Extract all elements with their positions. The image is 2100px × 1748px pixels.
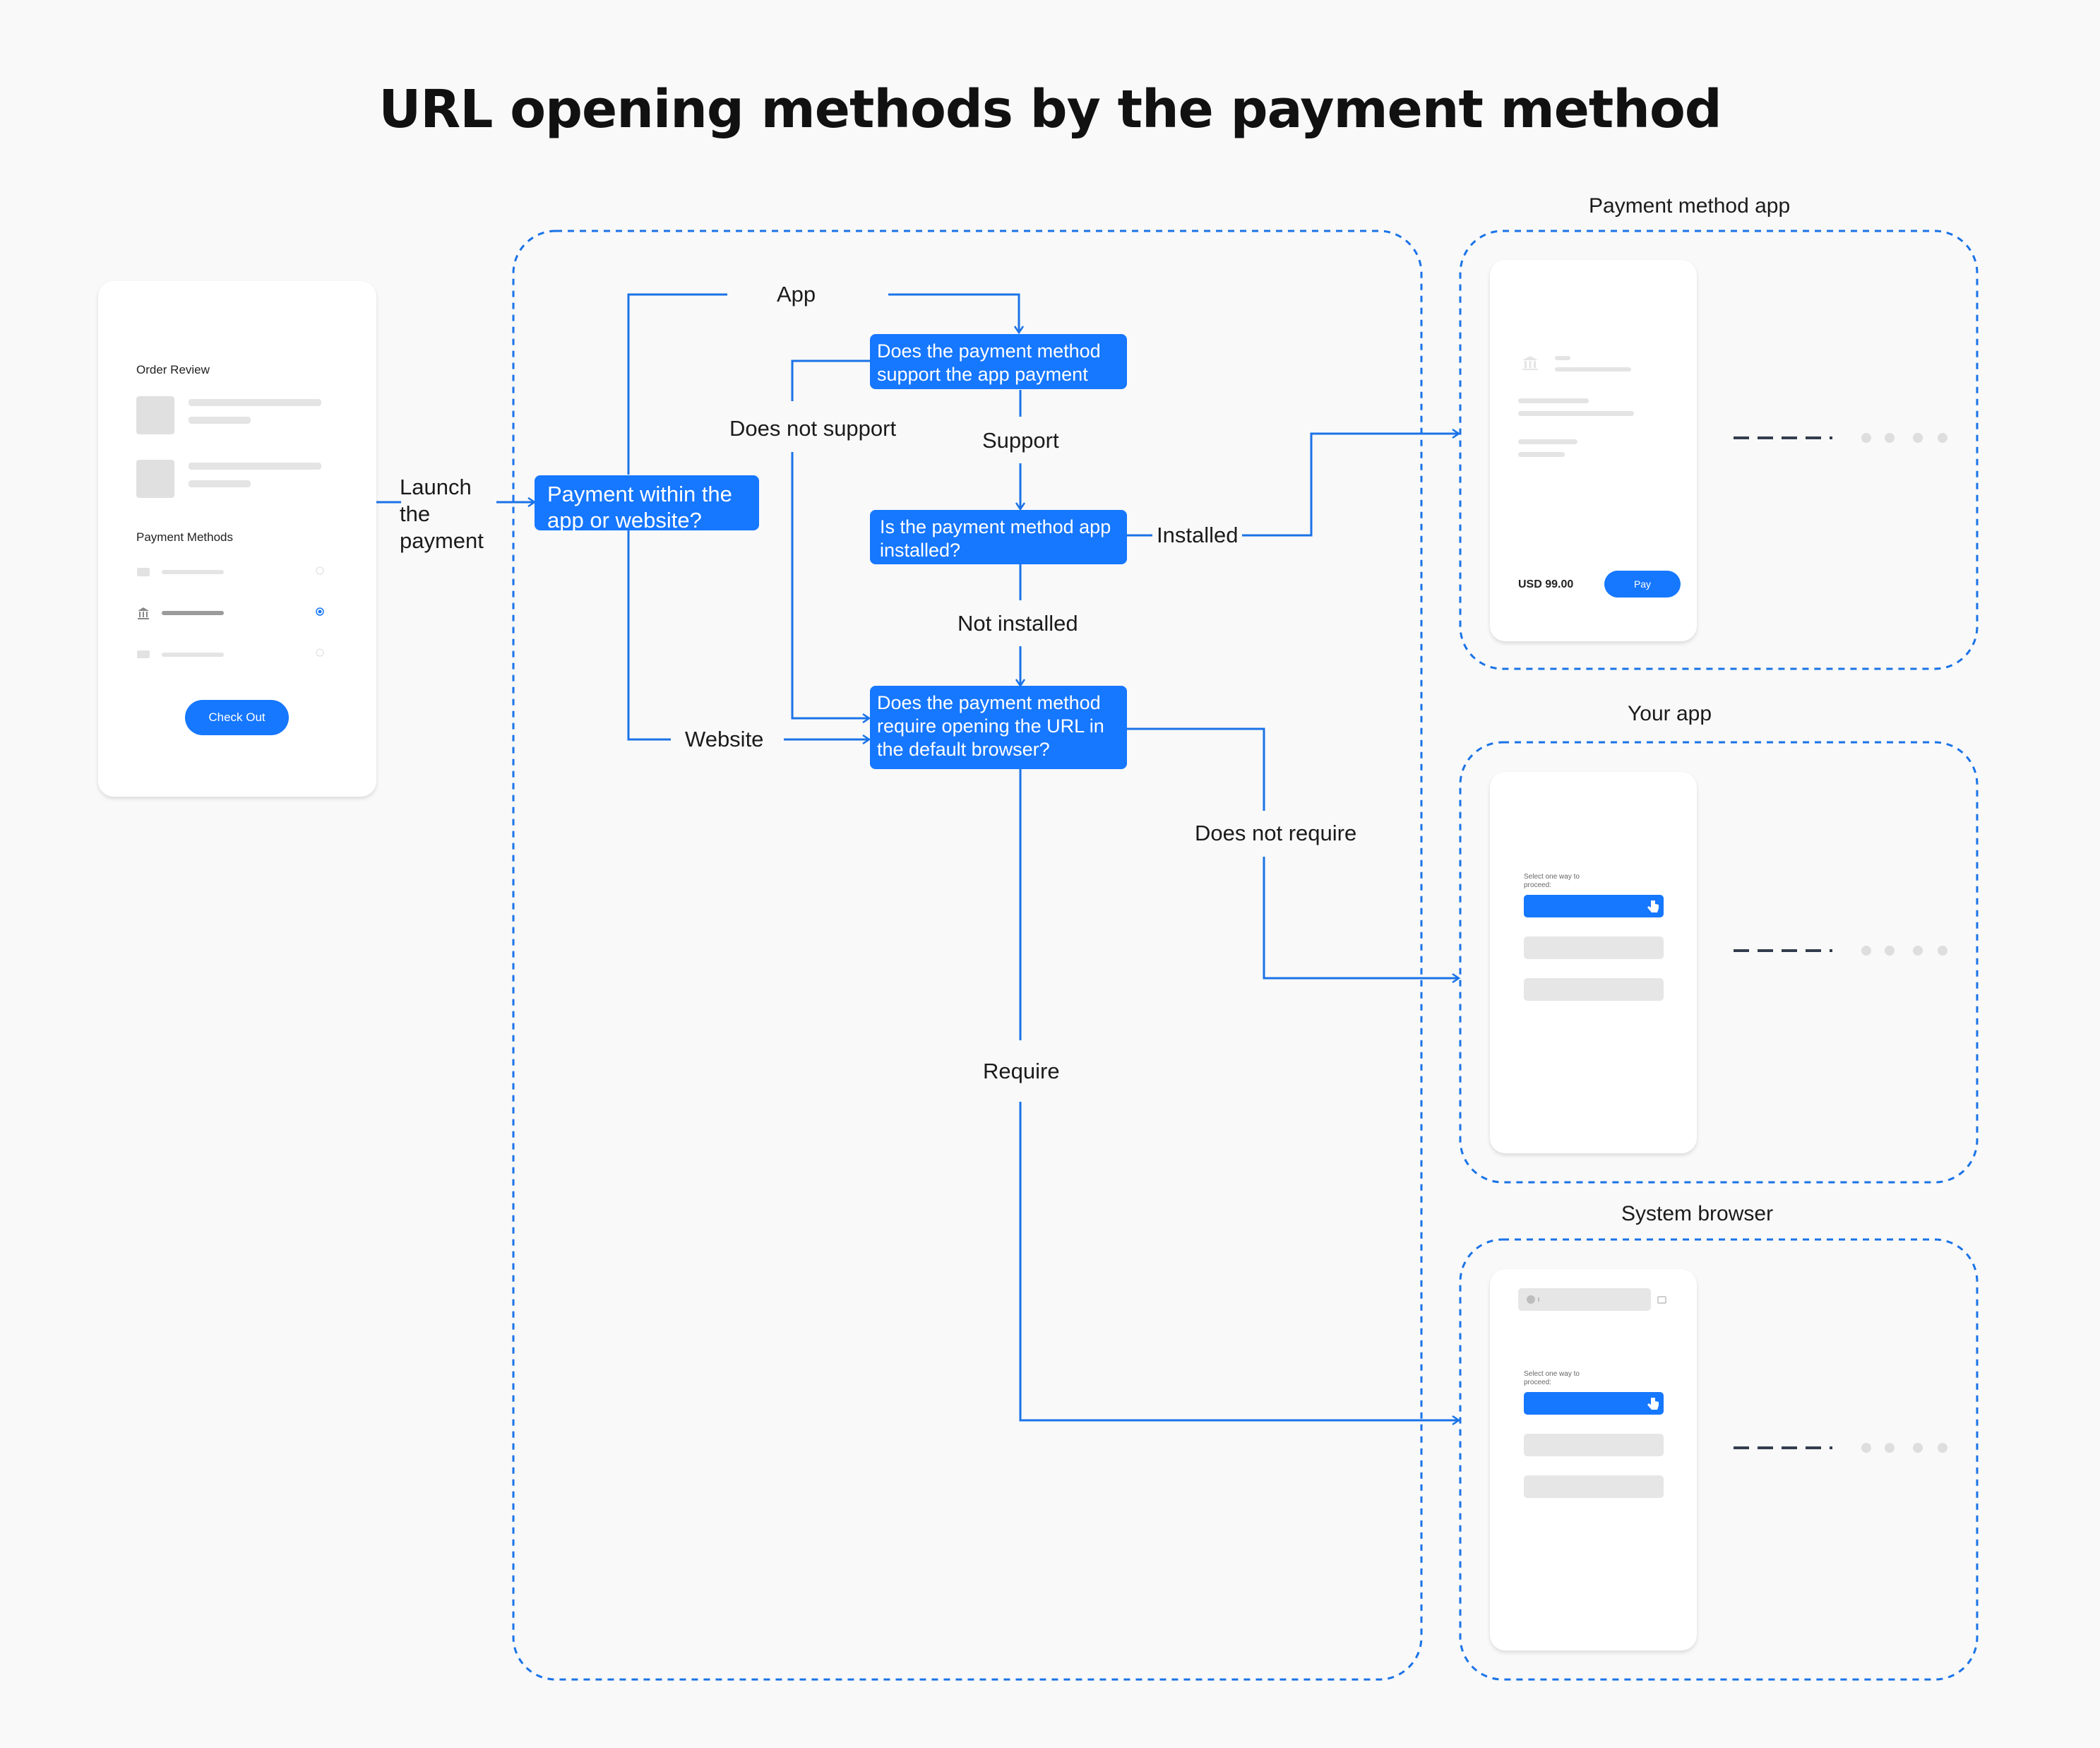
- proceed-option-primary[interactable]: [1524, 1392, 1664, 1415]
- flow-container: [512, 230, 1423, 1681]
- check-out-button[interactable]: Check Out: [185, 700, 289, 735]
- radio-selected-icon[interactable]: [315, 607, 325, 617]
- your-app-container: [1459, 741, 1979, 1184]
- payment-option-line: [162, 570, 224, 574]
- tabs-icon[interactable]: [1657, 1295, 1668, 1304]
- order-review-heading: Order Review: [136, 363, 210, 376]
- wallet-icon: [137, 650, 150, 658]
- payment-option-line: [162, 611, 224, 615]
- launch-label: Launch the payment: [400, 475, 484, 553]
- app-label: App: [772, 281, 821, 308]
- detail-line: [1518, 411, 1634, 416]
- require-label: Require: [979, 1058, 1064, 1085]
- support-question-node: Does the payment method support the app …: [870, 334, 1127, 389]
- proceed-option[interactable]: [1524, 1434, 1664, 1456]
- proceed-option[interactable]: [1524, 978, 1664, 1001]
- product-line: [189, 480, 251, 487]
- installed-question-node: Is the payment method app installed?: [870, 510, 1127, 564]
- product-thumbnail: [136, 396, 174, 434]
- payment-app-title: Payment method app: [1589, 194, 1791, 218]
- amount-text: USD 99.00: [1518, 578, 1574, 590]
- radio-icon[interactable]: [315, 566, 325, 576]
- proceed-prompt: Select one way to proceed:: [1524, 1370, 1580, 1386]
- system-browser-container: [1459, 1238, 1979, 1681]
- detail-line: [1518, 439, 1577, 444]
- support-label: Support: [978, 427, 1063, 454]
- proceed-prompt: Select one way to proceed:: [1524, 873, 1580, 889]
- payment-option-line: [162, 653, 224, 657]
- your-app-title: Your app: [1628, 702, 1712, 725]
- detail-line: [1518, 452, 1565, 457]
- proceed-option-primary[interactable]: [1524, 895, 1664, 917]
- does-not-require-label: Does not require: [1191, 820, 1361, 847]
- browser-question-node: Does the payment method require opening …: [870, 686, 1127, 769]
- payment-app-container: [1459, 230, 1979, 670]
- hand-pointer-icon: [1647, 900, 1659, 912]
- checkout-phone: Order Review Payment Methods Check Out: [98, 281, 376, 797]
- system-browser-phone: Select one way to proceed:: [1490, 1269, 1697, 1651]
- not-installed-label: Not installed: [953, 610, 1082, 637]
- pay-button[interactable]: Pay: [1604, 571, 1681, 597]
- payment-within-node: Payment within the app or website?: [535, 475, 759, 533]
- card-icon: [137, 568, 150, 576]
- detail-line: [1518, 398, 1589, 403]
- product-line: [189, 399, 321, 406]
- your-app-phone: Select one way to proceed:: [1490, 772, 1697, 1153]
- page-title: URL opening methods by the payment metho…: [378, 79, 1722, 140]
- address-bar[interactable]: [1518, 1288, 1651, 1311]
- bank-icon: [138, 607, 149, 619]
- merchant-line: [1555, 367, 1631, 371]
- product-thumbnail: [136, 460, 174, 498]
- hand-pointer-icon: [1647, 1398, 1659, 1410]
- product-line: [189, 463, 321, 470]
- system-browser-title: System browser: [1621, 1202, 1774, 1225]
- proceed-option[interactable]: [1524, 937, 1664, 959]
- installed-label: Installed: [1152, 522, 1243, 549]
- payment-methods-heading: Payment Methods: [136, 530, 234, 544]
- radio-icon[interactable]: [315, 648, 325, 658]
- bank-icon: [1522, 356, 1538, 370]
- product-line: [189, 417, 251, 424]
- globe-icon: [1527, 1295, 1539, 1304]
- does-not-support-label: Does not support: [725, 415, 901, 442]
- proceed-option[interactable]: [1524, 1475, 1664, 1498]
- payment-app-phone: USD 99.00 Pay: [1490, 260, 1697, 641]
- merchant-line: [1555, 356, 1570, 360]
- website-label: Website: [681, 726, 768, 753]
